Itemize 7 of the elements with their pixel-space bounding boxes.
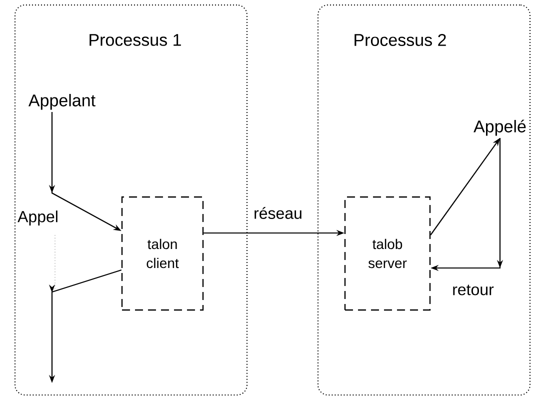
edge-label: retour bbox=[451, 284, 495, 296]
edge-label: Appel bbox=[16, 210, 60, 226]
edge-label: réseau bbox=[252, 206, 304, 220]
stub-box: talon client bbox=[121, 196, 204, 311]
stub-box: talob server bbox=[344, 196, 431, 311]
node-label: Appelé bbox=[474, 120, 526, 136]
node-label: Appelant bbox=[28, 94, 96, 110]
